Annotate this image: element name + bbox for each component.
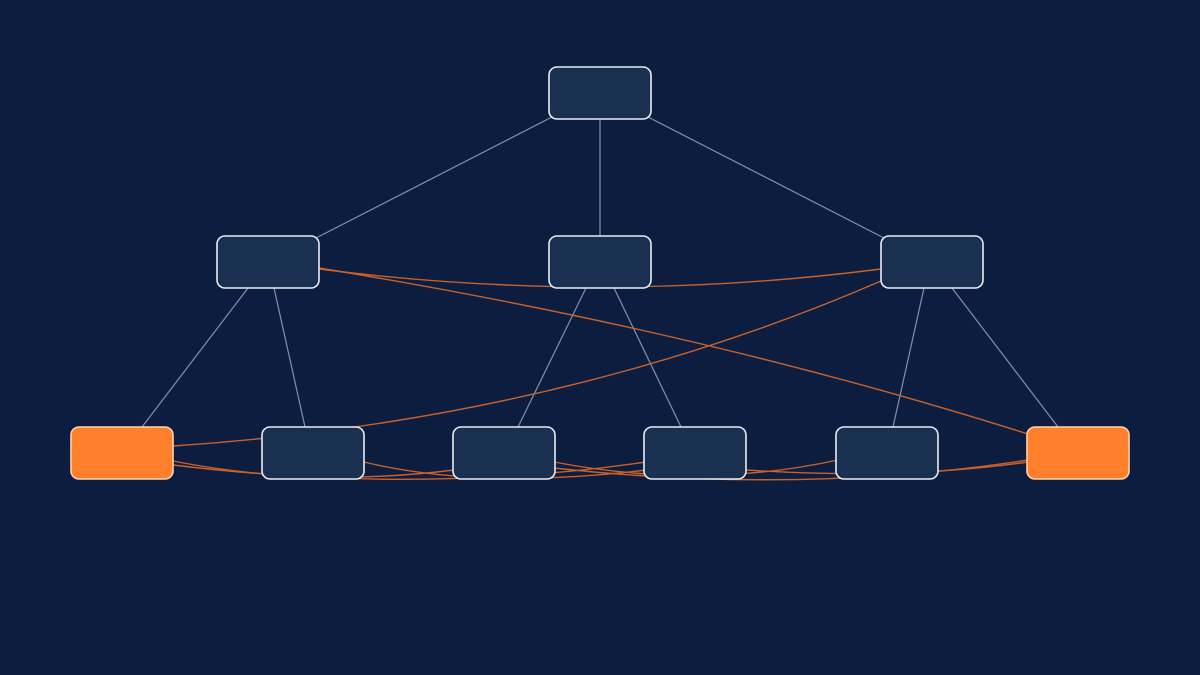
edge-root-m1 <box>315 116 553 239</box>
edge-m2-b4 <box>613 287 682 428</box>
tree-edges <box>141 116 1059 428</box>
edge-m1-b1 <box>141 287 249 428</box>
node-level2-right <box>880 235 984 289</box>
nodes <box>70 66 1130 480</box>
edge-m2-b3 <box>517 287 587 428</box>
node-level3-6 <box>1026 426 1130 480</box>
node-level3-5 <box>835 426 939 480</box>
node-level3-2 <box>261 426 365 480</box>
edge-m1-b2 <box>273 287 306 428</box>
node-level3-1 <box>70 426 174 480</box>
node-level2-center <box>548 235 652 289</box>
node-level3-4 <box>643 426 747 480</box>
root-node <box>548 66 652 120</box>
node-level2-left <box>216 235 320 289</box>
node-level3-3 <box>452 426 556 480</box>
edge-m3-b6 <box>951 287 1059 428</box>
edge-m3-b5 <box>892 287 925 428</box>
edge-root-m3 <box>647 116 885 239</box>
cross-edge-m1-b6 <box>318 267 1029 435</box>
cross-edge-b1-b4 <box>172 461 647 480</box>
